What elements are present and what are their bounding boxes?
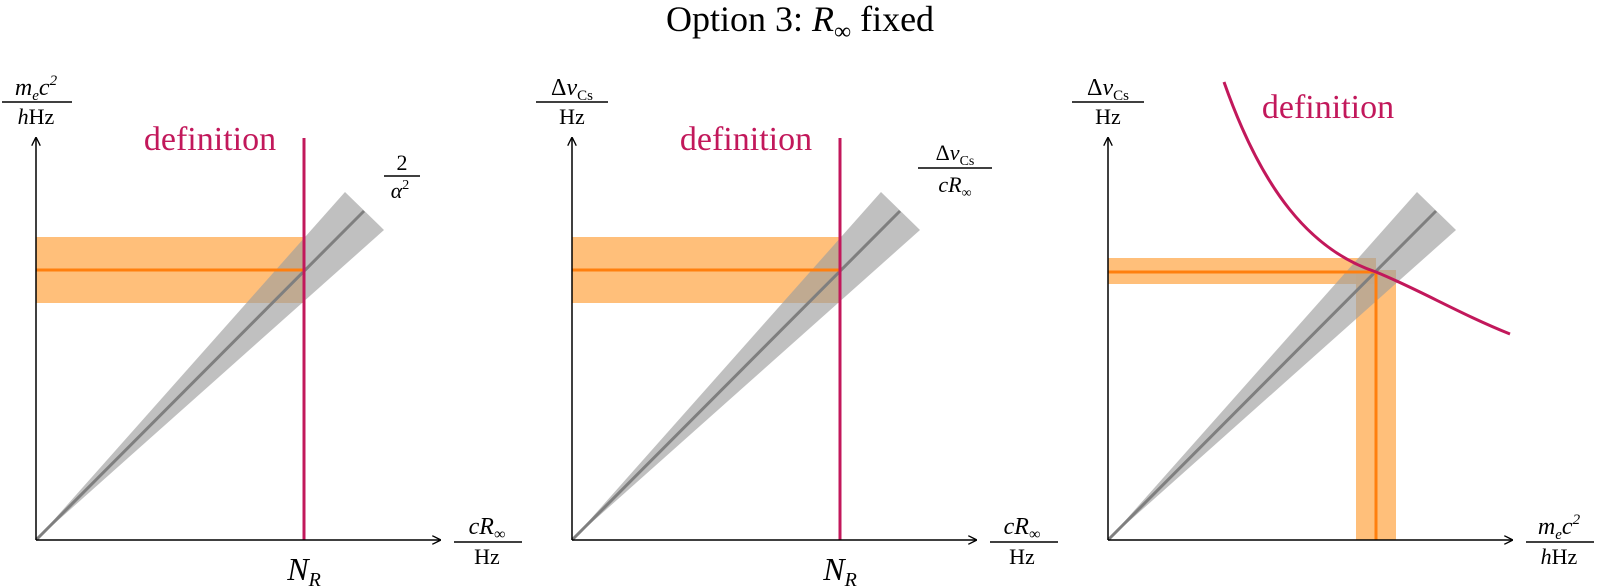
svg-text:2: 2 bbox=[397, 150, 408, 175]
title-prefix: Option 3: bbox=[665, 0, 803, 39]
title-symbol: R bbox=[811, 0, 834, 39]
svg-text:cR∞: cR∞ bbox=[469, 514, 506, 543]
x-axis-label: mec2 hHz bbox=[1526, 512, 1594, 569]
panel-2: ΔνCs Hz cR∞ Hz ΔνCs cR∞ definition NR bbox=[536, 75, 1058, 588]
x-axis-label: cR∞ Hz bbox=[990, 514, 1058, 569]
ratio-line bbox=[570, 209, 902, 542]
ratio-label: 2 α2 bbox=[384, 150, 420, 203]
y-axis-label: ΔνCs Hz bbox=[536, 75, 608, 129]
svg-text:cR∞: cR∞ bbox=[1004, 514, 1041, 543]
panel-3: ΔνCs Hz mec2 hHz definition bbox=[1072, 75, 1594, 569]
panel-1: mec2 hHz cR∞ Hz 2 α2 definition NR bbox=[2, 73, 522, 588]
ratio-line bbox=[1106, 209, 1438, 542]
svg-text:Hz: Hz bbox=[1009, 544, 1035, 569]
page-title: Option 3: R∞ fixed bbox=[0, 0, 1600, 46]
title-subscript: ∞ bbox=[833, 19, 852, 46]
definition-curve bbox=[1222, 81, 1511, 336]
svg-text:α2: α2 bbox=[391, 178, 410, 203]
svg-text:ΔνCs: ΔνCs bbox=[551, 75, 593, 104]
svg-text:hHz: hHz bbox=[18, 104, 55, 129]
title-suffix: fixed bbox=[860, 0, 935, 39]
y-axis-label: ΔνCs Hz bbox=[1072, 75, 1144, 129]
y-axis-label: mec2 hHz bbox=[2, 73, 72, 129]
svg-text:ΔνCs: ΔνCs bbox=[936, 140, 975, 169]
definition-label: definition bbox=[680, 121, 812, 158]
svg-text:Hz: Hz bbox=[474, 544, 500, 569]
svg-text:ΔνCs: ΔνCs bbox=[1087, 75, 1129, 104]
definition-label: definition bbox=[1262, 89, 1394, 126]
svg-text:cR∞: cR∞ bbox=[938, 172, 971, 201]
svg-text:mec2: mec2 bbox=[15, 73, 58, 104]
svg-text:Hz: Hz bbox=[559, 104, 585, 129]
x-tick-label-nr: NR bbox=[822, 551, 857, 588]
ratio-label: ΔνCs cR∞ bbox=[918, 140, 992, 201]
definition-label: definition bbox=[144, 121, 276, 158]
svg-text:mec2: mec2 bbox=[1538, 512, 1581, 543]
x-tick-label-nr: NR bbox=[286, 551, 321, 588]
svg-text:Hz: Hz bbox=[1095, 104, 1121, 129]
x-axis-label: cR∞ Hz bbox=[454, 514, 522, 569]
ratio-line bbox=[34, 209, 366, 542]
svg-text:hHz: hHz bbox=[1541, 544, 1578, 569]
